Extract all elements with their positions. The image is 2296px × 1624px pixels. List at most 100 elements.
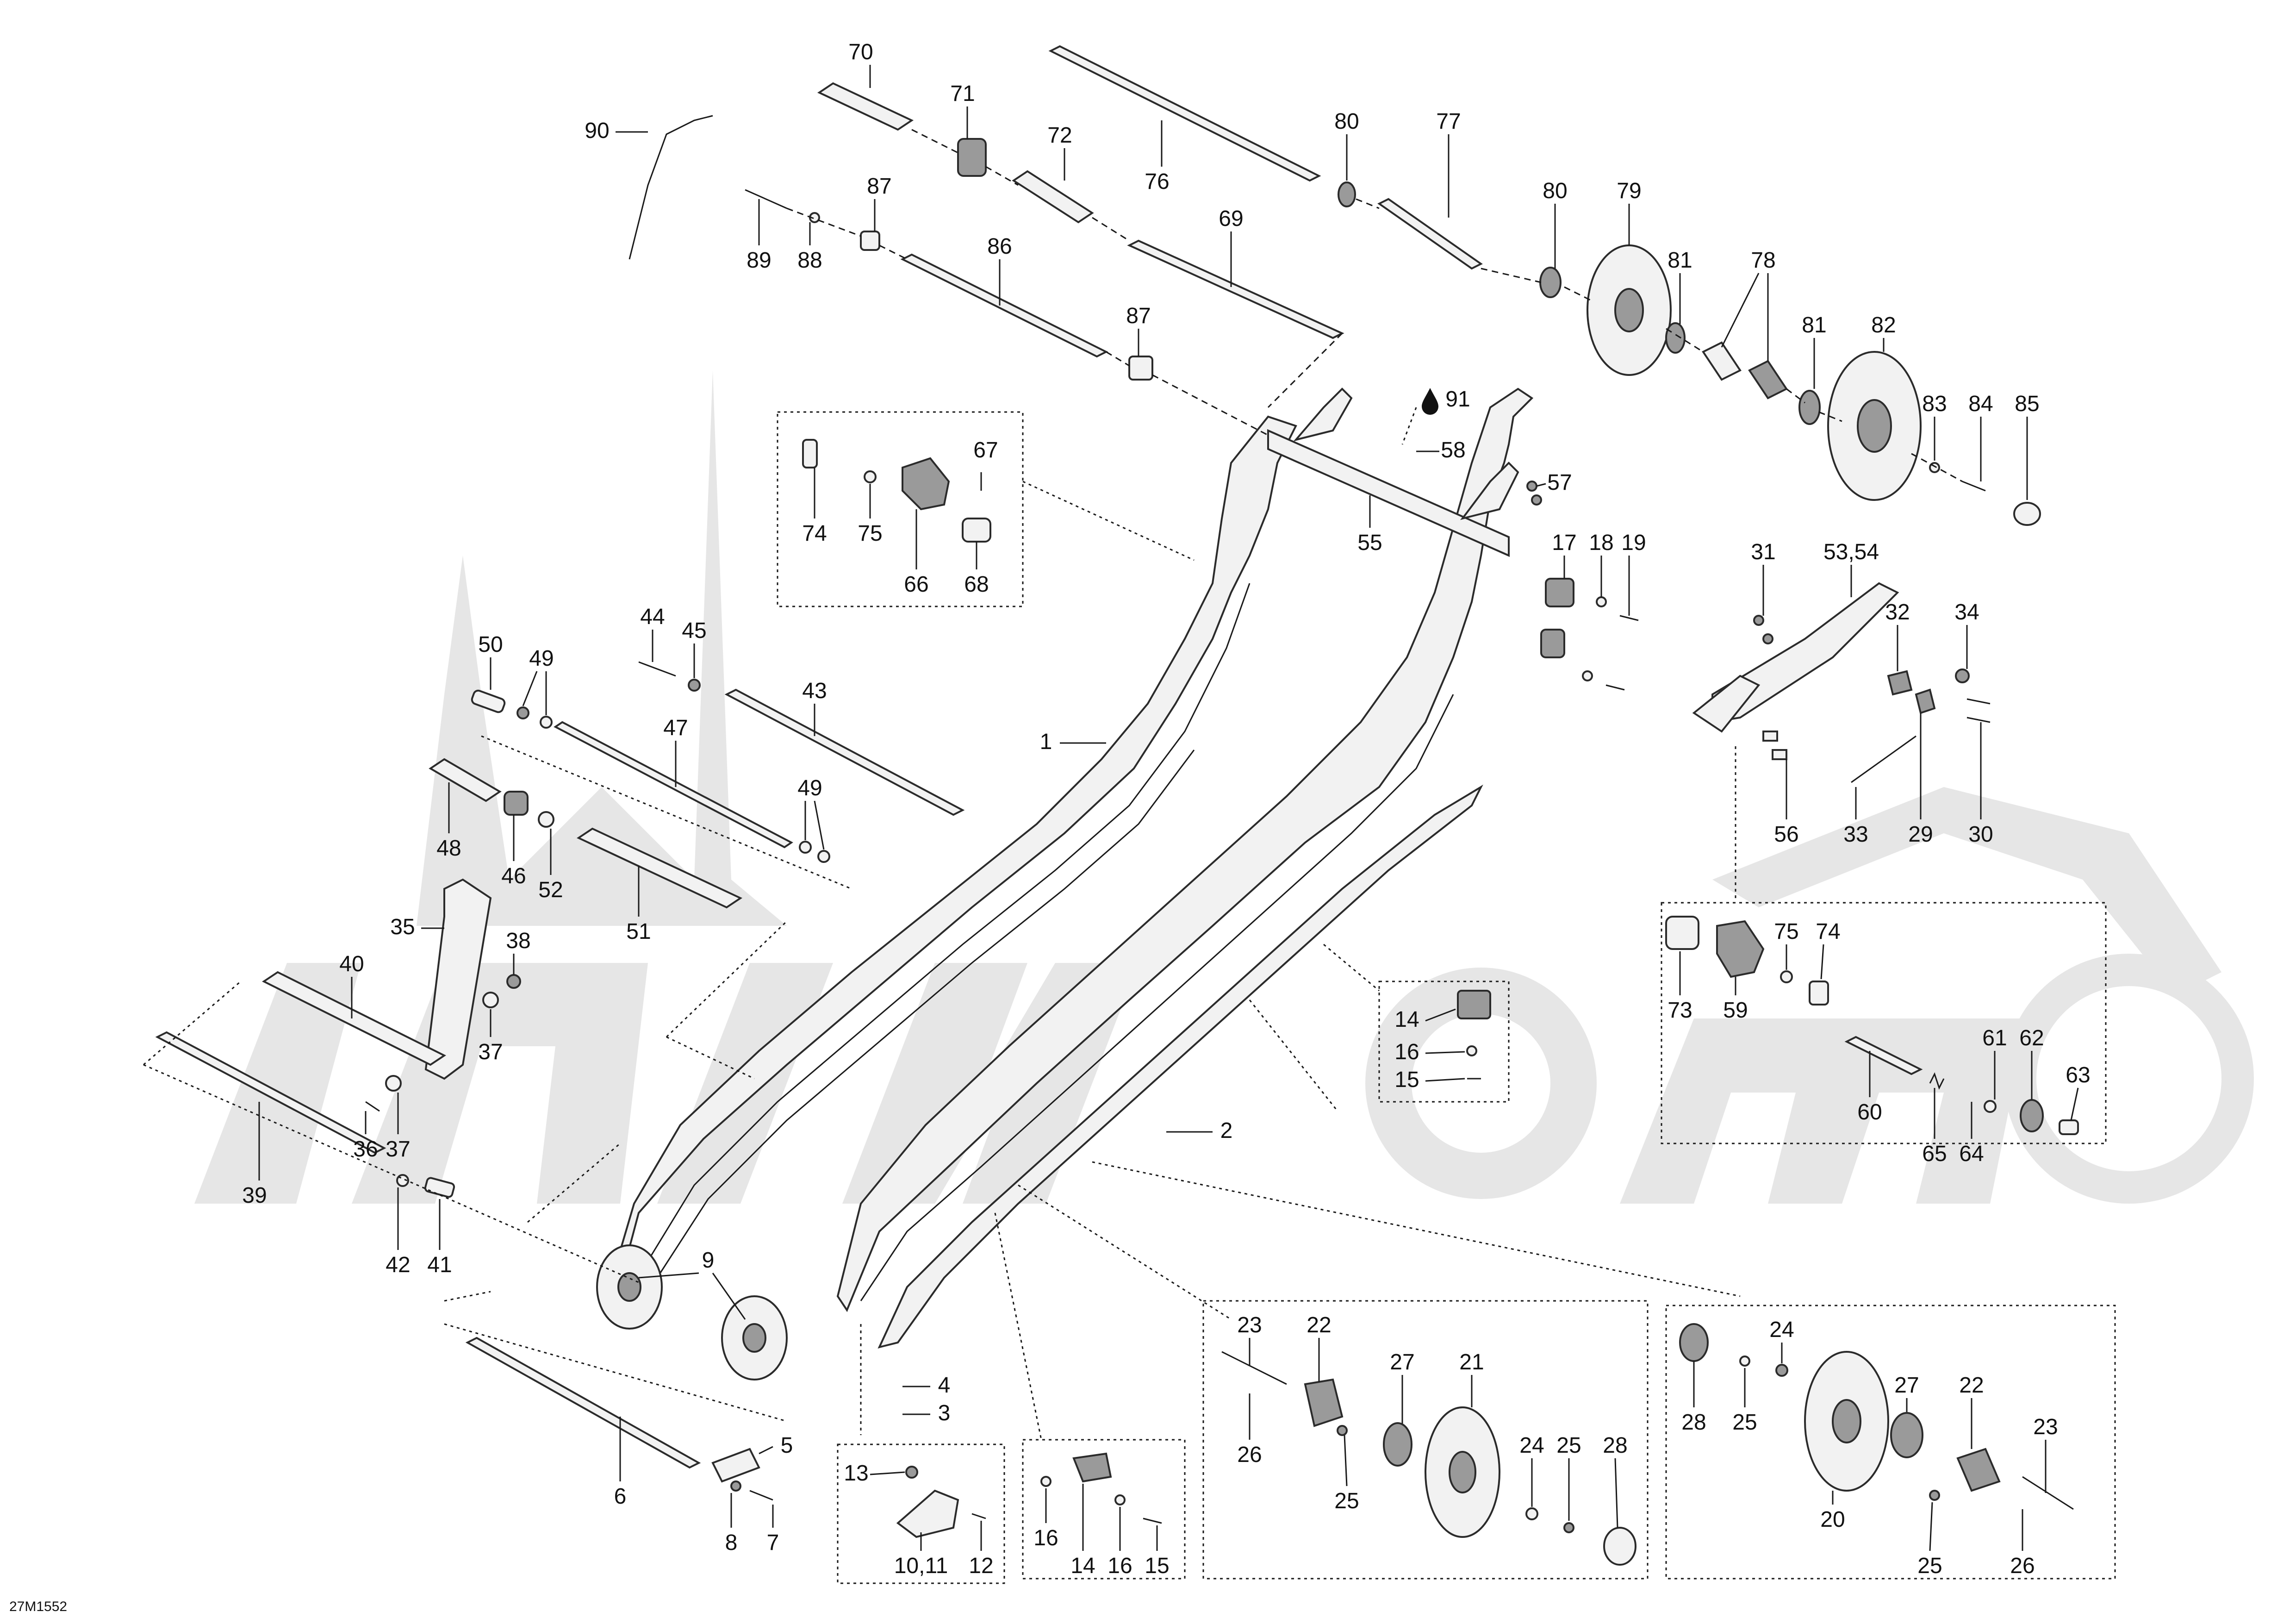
left-side-parts	[155, 661, 965, 1501]
inset-box-right	[1661, 745, 2107, 1144]
callout-22a: 22	[1307, 1313, 1331, 1337]
callout-84: 84	[1968, 392, 1993, 416]
callout-17: 17	[1552, 531, 1576, 555]
callout-2: 2	[1220, 1118, 1233, 1143]
callout-49a: 49	[529, 646, 554, 671]
callout-6: 6	[614, 1484, 627, 1509]
callout-72: 72	[1047, 123, 1072, 148]
callout-23b: 23	[2033, 1415, 2058, 1439]
callout-57: 57	[1547, 470, 1572, 495]
drawing-reference: 27M1552	[9, 1599, 67, 1614]
bracket-group	[1692, 582, 1991, 783]
callout-70: 70	[848, 40, 873, 64]
callout-88: 88	[797, 248, 822, 273]
callout-68: 68	[964, 572, 989, 597]
callout-20: 20	[1820, 1507, 1845, 1532]
callout-45: 45	[682, 618, 706, 643]
callout-63: 63	[2066, 1063, 2090, 1087]
callout-27a: 27	[1390, 1350, 1414, 1374]
callout-52: 52	[538, 878, 563, 902]
callout-81a: 81	[1668, 248, 1692, 273]
callout-8: 8	[725, 1530, 738, 1555]
callout-67: 67	[973, 438, 998, 462]
callout-78: 78	[1751, 248, 1775, 273]
callout-49b: 49	[797, 776, 822, 800]
callout-33: 33	[1843, 822, 1868, 847]
inset-box-wheel-left	[1202, 1300, 1649, 1580]
inset-box-lower-mid	[1022, 1439, 1186, 1580]
callout-47: 47	[663, 716, 688, 740]
oil-drop-icon	[1422, 388, 1438, 415]
callout-76: 76	[1145, 169, 1169, 194]
callout-40: 40	[339, 952, 364, 976]
callout-22b: 22	[1959, 1373, 1984, 1398]
callout-5: 5	[781, 1433, 793, 1458]
callout-58: 58	[1441, 438, 1465, 462]
callout-4: 4	[938, 1373, 951, 1398]
inset-box-lower-left	[837, 1443, 1005, 1584]
callout-31: 31	[1751, 540, 1775, 564]
callout-56: 56	[1774, 822, 1798, 847]
callout-30: 30	[1968, 822, 1993, 847]
callout-83: 83	[1922, 392, 1947, 416]
callout-59: 59	[1723, 998, 1748, 1023]
callout-75a: 75	[858, 521, 882, 546]
callout-43: 43	[802, 679, 827, 703]
callout-13: 13	[844, 1461, 868, 1486]
callout-48: 48	[436, 836, 461, 861]
callout-51: 51	[626, 919, 651, 944]
callout-50: 50	[478, 632, 503, 657]
callout-81b: 81	[1802, 313, 1826, 337]
callout-3: 3	[938, 1401, 951, 1425]
callout-89: 89	[747, 248, 771, 273]
callout-80a: 80	[1334, 109, 1359, 134]
callout-65: 65	[1922, 1142, 1947, 1166]
callout-79: 79	[1617, 179, 1641, 203]
reference-lines	[143, 735, 1741, 1440]
inset-box-middle	[1378, 981, 1510, 1103]
callout-10-11: 10,11	[894, 1554, 948, 1578]
callout-25c: 25	[1732, 1410, 1757, 1435]
callout-38: 38	[506, 929, 530, 953]
callout-15a: 15	[1145, 1554, 1169, 1578]
callout-62: 62	[2019, 1026, 2044, 1050]
callout-87b: 87	[1126, 304, 1151, 328]
callout-34: 34	[1954, 600, 1979, 625]
callout-86: 86	[987, 234, 1012, 259]
callout-16b: 16	[1108, 1554, 1132, 1578]
callout-16c: 16	[1394, 1040, 1419, 1064]
callout-77: 77	[1436, 109, 1461, 134]
upper-shafts	[628, 45, 2041, 691]
callout-37b: 37	[386, 1137, 410, 1162]
callout-28b: 28	[1681, 1410, 1706, 1435]
callout-44: 44	[640, 605, 665, 629]
callout-39: 39	[242, 1183, 267, 1208]
callout-73: 73	[1668, 998, 1692, 1023]
callout-14a: 14	[1070, 1554, 1095, 1578]
callout-60: 60	[1857, 1100, 1882, 1124]
callout-12: 12	[969, 1554, 993, 1578]
callout-69: 69	[1219, 206, 1243, 231]
callout-35: 35	[390, 915, 415, 939]
callout-23a: 23	[1237, 1313, 1262, 1337]
callout-80b: 80	[1543, 179, 1567, 203]
callout-7: 7	[767, 1530, 779, 1555]
callout-16a: 16	[1033, 1526, 1058, 1550]
callout-53-54: 53,54	[1823, 540, 1879, 564]
callout-9: 9	[702, 1248, 715, 1273]
callout-71: 71	[950, 81, 975, 106]
callout-37a: 37	[478, 1040, 503, 1064]
callout-74a: 74	[802, 521, 827, 546]
callout-18: 18	[1589, 531, 1613, 555]
inset-box-upper-left	[777, 411, 1195, 607]
callout-61: 61	[1982, 1026, 2007, 1050]
callout-29: 29	[1908, 822, 1933, 847]
callout-41: 41	[427, 1253, 452, 1277]
callout-1: 1	[1040, 730, 1052, 754]
callout-55: 55	[1357, 531, 1382, 555]
callout-27b: 27	[1894, 1373, 1919, 1398]
callout-25a: 25	[1334, 1489, 1359, 1513]
rail-left	[610, 415, 1297, 1283]
